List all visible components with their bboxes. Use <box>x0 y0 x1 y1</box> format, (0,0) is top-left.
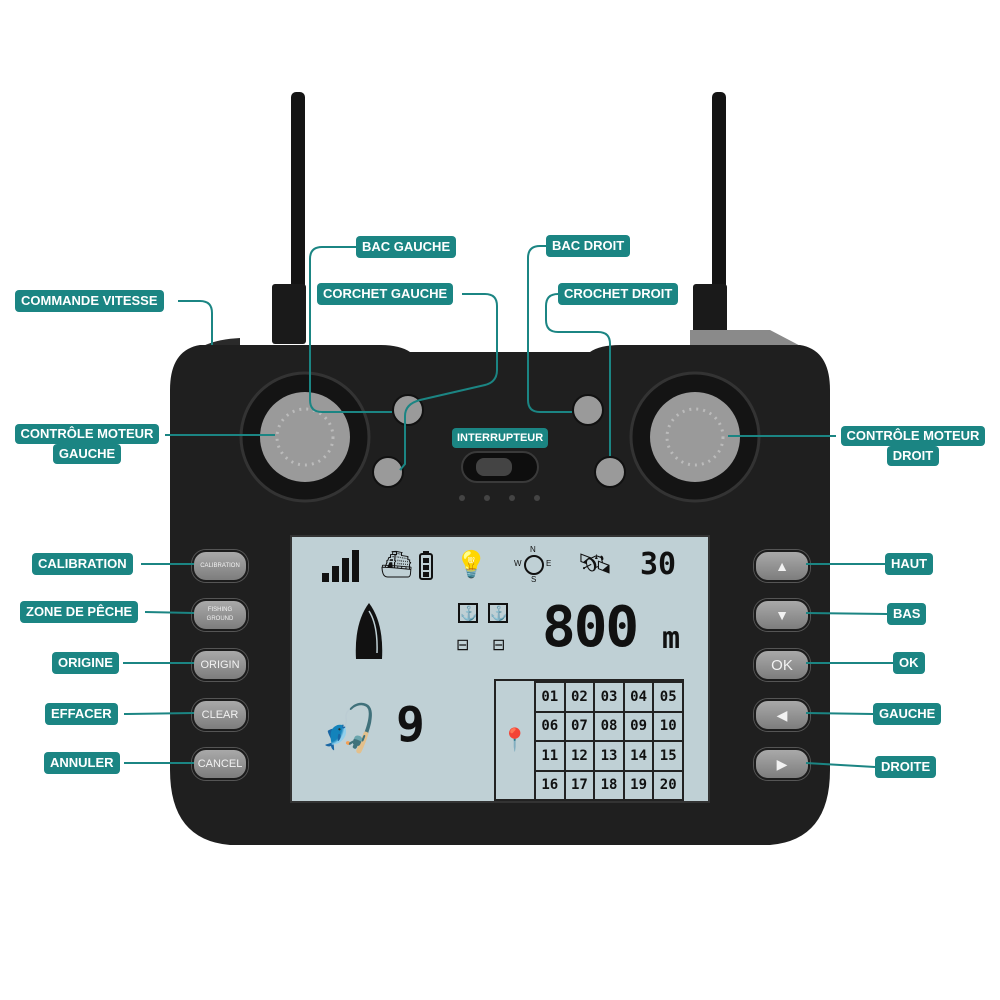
right-antenna <box>712 92 726 342</box>
distance-value: 800 <box>542 595 639 660</box>
right-joystick-grip <box>665 407 725 467</box>
left-antenna-base <box>272 284 306 344</box>
origin-button[interactable]: ORIGIN <box>192 649 248 681</box>
power-switch-knob[interactable] <box>476 458 512 476</box>
callout-right-motor-line2: DROIT <box>886 446 940 466</box>
callout-up: HAUT <box>885 553 934 575</box>
spot-cell: 20 <box>652 769 682 799</box>
hook-left-icon: ⚓ <box>458 603 478 623</box>
fishing-spots-grid: 📍 01 02 03 04 05 06 07 08 09 10 11 12 13… <box>494 679 684 801</box>
spot-cell: 04 <box>622 681 653 711</box>
callout-down: BAS <box>887 603 927 625</box>
callout-origin: ORIGINE <box>52 652 119 674</box>
compass-w: W <box>514 559 522 568</box>
compass-s: S <box>531 575 537 584</box>
indicator-leds <box>459 495 540 501</box>
left-button[interactable]: ◀ <box>754 699 810 731</box>
right-button[interactable]: ▶ <box>754 748 810 780</box>
left-joystick[interactable] <box>260 392 350 482</box>
spot-cell: 11 <box>534 740 564 770</box>
hook-right-icon: ⚓ <box>488 603 508 623</box>
lcd-screen: ⛴ 💡 N E S W 🛰 30 ⚓ ⚓ ⊟ ⊟ 800 m 🎣 9 📍 01 … <box>290 535 710 803</box>
satellite-count: 30 <box>640 547 677 582</box>
callout-hook-left: CORCHET GAUCHE <box>317 283 454 305</box>
hook-right-button[interactable] <box>594 456 626 488</box>
fishing-count: 9 <box>396 697 425 753</box>
callout-right: DROITE <box>875 756 937 778</box>
spot-cell: 18 <box>593 769 623 799</box>
callout-calibration: CALIBRATION <box>32 553 133 575</box>
left-antenna <box>291 92 305 342</box>
callout-ok: OK <box>893 652 925 674</box>
calibration-button[interactable]: CALIBRATION <box>192 550 248 582</box>
callout-fishing-zone: ZONE DE PÊCHE <box>20 601 139 623</box>
spot-cell: 09 <box>622 710 653 740</box>
clear-button[interactable]: CLEAR <box>192 699 248 731</box>
spot-cell: 15 <box>652 740 682 770</box>
spot-cell: 08 <box>593 710 623 740</box>
boat-icon <box>355 603 383 659</box>
callout-left-motor-line1: CONTRÔLE MOTEUR <box>14 424 160 444</box>
down-button[interactable]: ▼ <box>754 599 810 631</box>
callout-clear: EFFACER <box>45 703 118 725</box>
compass-icon: N E S W <box>514 545 554 587</box>
callout-speed-control: COMMANDE VITESSE <box>15 290 164 312</box>
left-joystick-grip <box>275 407 335 467</box>
ok-button[interactable]: OK <box>754 649 810 681</box>
fisherman-icon: 🎣 <box>320 702 378 754</box>
right-joystick[interactable] <box>650 392 740 482</box>
hook-left-button[interactable] <box>372 456 404 488</box>
callout-cancel: ANNULER <box>44 752 120 774</box>
spot-cell: 05 <box>652 681 682 711</box>
satellite-icon: 🛰 <box>577 548 613 579</box>
callout-right-motor-line1: CONTRÔLE MOTEUR <box>840 426 986 446</box>
right-antenna-base <box>693 284 727 344</box>
spot-cell: 01 <box>534 681 564 711</box>
spot-cell: 14 <box>622 740 653 770</box>
callout-left-motor-line2: GAUCHE <box>52 444 122 464</box>
battery-icon <box>419 551 433 580</box>
bait-tray-left-icon: ⊟ <box>456 637 470 654</box>
callout-bac-left: BAC GAUCHE <box>356 236 457 258</box>
spot-cell: 10 <box>652 710 682 740</box>
spot-cell: 02 <box>563 681 594 711</box>
spot-cell: 16 <box>534 769 564 799</box>
bac-right-button[interactable] <box>572 394 604 426</box>
callout-bac-right: BAC DROIT <box>546 235 631 257</box>
bait-tray-right-icon: ⊟ <box>492 637 506 654</box>
spot-cell: 19 <box>622 769 653 799</box>
callout-switch: INTERRUPTEUR <box>452 428 549 448</box>
bulb-icon: 💡 <box>455 549 488 579</box>
callout-left: GAUCHE <box>873 703 942 725</box>
fishing-ground-button[interactable]: FISHING GROUND <box>192 599 248 631</box>
spot-cell: 03 <box>593 681 623 711</box>
spot-cell: 17 <box>563 769 594 799</box>
signal-bars-icon <box>322 550 359 582</box>
up-button[interactable]: ▲ <box>754 550 810 582</box>
gps-pin-icon: 📍 <box>501 727 529 752</box>
distance-unit: m <box>662 621 681 656</box>
spot-cell: 06 <box>534 710 564 740</box>
spot-cell: 07 <box>563 710 594 740</box>
compass-e: E <box>546 559 552 568</box>
spot-cell: 13 <box>593 740 623 770</box>
compass-n: N <box>530 545 536 554</box>
callout-hook-right: CROCHET DROIT <box>558 283 679 305</box>
spot-cell: 12 <box>563 740 594 770</box>
ship-icon: ⛴ <box>380 549 414 579</box>
